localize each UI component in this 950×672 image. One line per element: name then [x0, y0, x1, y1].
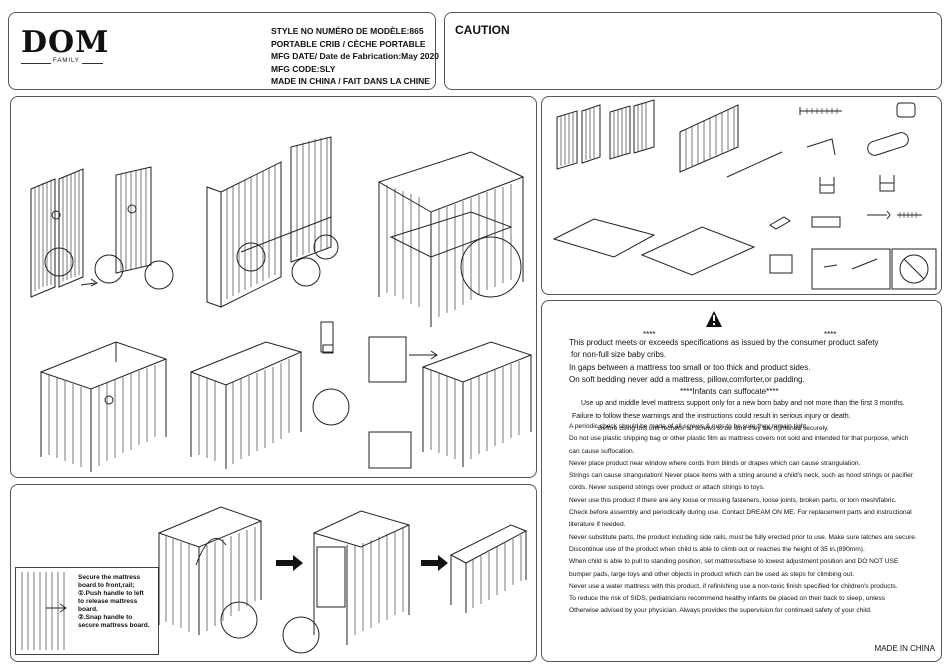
warning-triangle-icon — [706, 311, 722, 327]
mattress-illustrations — [157, 506, 528, 654]
mfg-code: MFG CODE:SLY — [271, 63, 336, 74]
step-1-illustration — [30, 166, 174, 298]
product-info: STYLE NO NUMÉRO DE MODÈLE:865 PORTABLE C… — [271, 25, 439, 88]
warning-line: Failure to follow these warnings and the… — [572, 412, 851, 420]
callout-line: Secure the mattress — [78, 574, 141, 581]
no-power-tool-icon — [899, 254, 929, 284]
step-6-illustration — [368, 341, 533, 469]
warning-box: **** **** This product meets or exceeds … — [541, 300, 942, 662]
header-info-box: DOM FAMILY STYLE NO NUMÉRO DE MODÈLE:865… — [8, 12, 439, 90]
warning-line: On soft bedding never add a mattress, pi… — [569, 374, 805, 384]
crib-folded-illustration — [449, 524, 528, 613]
screwdriver-icon — [823, 258, 878, 270]
callout-line: ②.Snap handle to — [78, 614, 133, 621]
made-in-china: MADE IN CHINA — [874, 644, 935, 653]
crib-closed-illustration — [312, 510, 411, 645]
handle-detail-illustration — [21, 572, 67, 650]
step-5-illustration — [189, 321, 438, 469]
step-4-illustration — [39, 341, 168, 472]
mattress-callout-text: Secure the mattress board to front,rail;… — [78, 574, 150, 630]
warning-line: Before using this unit recheck all screw… — [598, 425, 829, 433]
mattress-steps-box: Secure the mattress board to front,rail;… — [10, 484, 537, 662]
made-in: MADE IN CHINA / FAIT DANS LA CHINE — [271, 76, 430, 86]
callout-line: ①.Push handle to left — [78, 590, 144, 597]
warning-line: Use up and middle level mattress support… — [581, 400, 905, 408]
warning-detail-line: A periodic check should be made of all s… — [569, 423, 808, 430]
parts-list-box — [541, 96, 942, 295]
assembly-illustrations — [30, 136, 533, 472]
stars-left: **** — [643, 330, 656, 339]
brand-family: FAMILY — [51, 58, 82, 64]
warning-detail-line: Check before assembly and periodically d… — [569, 509, 912, 517]
warning-detail-line: Do not use plastic shipping bag or other… — [569, 435, 909, 443]
stars-right: **** — [824, 330, 837, 339]
parts-illustrations — [552, 99, 937, 290]
brand-logo: DOM — [21, 25, 110, 60]
warning-detail-line: To reduce the risk of SIDS, pediatrician… — [569, 595, 885, 603]
assembly-steps-box — [10, 96, 537, 478]
callout-line: board. — [78, 606, 98, 613]
warning-detail-line: Discontinue use of the product when chil… — [569, 545, 865, 553]
warning-detail-text: A periodic check should be made of all s… — [569, 421, 917, 618]
caution-title: CAUTION — [455, 23, 510, 37]
warning-detail-line: Never use a water mattress with this pro… — [569, 582, 898, 590]
warning-detail-line: can cause suffocation. — [569, 447, 635, 455]
crib-open-illustration — [157, 506, 320, 654]
warning-detail-line: cords. Never suspend strings over produc… — [569, 484, 765, 492]
arrow-icon — [421, 555, 448, 571]
warning-detail-line: Strings can cause strangulation! Never p… — [569, 472, 913, 480]
warning-detail-line: Otherwise advised by your physician. Alw… — [569, 607, 872, 615]
warning-detail-line: Never place product near window where co… — [569, 459, 861, 467]
style-number: STYLE NO NUMÉRO DE MODÈLE:865 — [271, 26, 424, 36]
warning-line: In gaps between a mattress too small or … — [569, 362, 811, 372]
warning-detail-line: literature if needed. — [569, 521, 626, 529]
warning-main-text: This product meets or exceeds specificat… — [569, 337, 905, 435]
warning-detail-line: When child is able to pull to standing p… — [569, 558, 899, 566]
warning-detail-line: Never use this product if there are any … — [569, 496, 897, 504]
callout-line: secure mattress board. — [78, 622, 150, 629]
mfg-date: MFG DATE/ Date de Fabrication:May 2020 — [271, 51, 439, 61]
warning-detail-line: bumper pads, large toys and other object… — [569, 570, 855, 578]
product-name: PORTABLE CRIB / CÈCHE PORTABLE — [271, 38, 426, 49]
step-3-illustration — [377, 151, 525, 327]
step-2-illustration — [206, 136, 339, 308]
callout-line: board to front,rail; — [78, 582, 135, 589]
warning-line: This product meets or exceeds specificat… — [569, 338, 879, 347]
caution-box: CAUTION — [444, 12, 942, 90]
callout-line: to release mattress — [78, 598, 138, 605]
warning-detail-line: Never substitute parts, the product incl… — [569, 533, 917, 541]
arrow-icon — [276, 555, 303, 571]
warning-line: ****Infants can suffocate**** — [680, 387, 779, 397]
warning-line: for non-full size baby cribs. — [571, 350, 667, 360]
